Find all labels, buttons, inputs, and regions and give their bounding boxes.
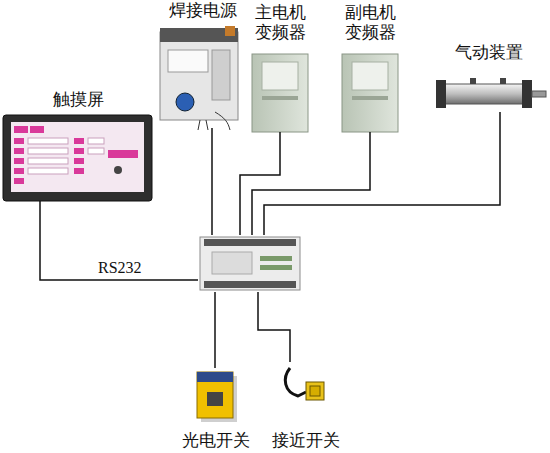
- screen-fields: [28, 138, 104, 174]
- screen-indicator: [114, 166, 122, 174]
- interface-label: RS232: [98, 259, 142, 277]
- signal-wire: [40, 201, 198, 280]
- plc-leds: [260, 256, 292, 261]
- inverter-vent: [352, 96, 388, 100]
- pneumatic-node: 气动装置: [430, 42, 548, 112]
- switch-body: [197, 372, 233, 418]
- node-title: 主电机 变频器: [250, 2, 310, 42]
- screen-frame: [3, 115, 152, 201]
- switch-cable: [285, 368, 306, 396]
- welder-terminal: [225, 26, 235, 36]
- cylinder-rod: [532, 91, 546, 97]
- inverter-body: [252, 54, 308, 132]
- plc-terminals: [204, 281, 296, 288]
- inverter-illustration: [252, 54, 398, 132]
- photo-switch-node: 光电开关: [180, 368, 252, 450]
- cylinder-port: [470, 78, 476, 84]
- cylinder-cap: [436, 80, 446, 108]
- screen-buttons: [14, 126, 138, 184]
- touchscreen-illustration: [3, 115, 152, 201]
- inverter-label: [352, 62, 388, 90]
- switch-window: [207, 392, 223, 406]
- signal-wire: [240, 132, 280, 235]
- touchscreen-node: 触摸屏: [3, 89, 153, 201]
- inverter-label: [262, 62, 298, 90]
- plc-body: [200, 237, 300, 290]
- signal-wire: [214, 292, 216, 368]
- node-title: 触摸屏: [53, 89, 104, 109]
- cylinder-illustration: [436, 78, 546, 108]
- welder-panel: [168, 50, 208, 72]
- welder-node: 焊接电源: [145, 0, 260, 128]
- welder-knob: [176, 93, 194, 111]
- node-title: 副电机 变频器: [340, 2, 400, 42]
- photo-switch-illustration: [197, 372, 237, 422]
- plc-node: [198, 235, 302, 292]
- welder-illustration: [160, 26, 238, 130]
- signal-wire: [211, 128, 213, 235]
- inverter-body: [342, 54, 398, 132]
- switch-face: [310, 386, 320, 396]
- cylinder-barrel: [444, 84, 524, 104]
- node-title: 接近开关: [272, 430, 340, 450]
- switch-lens: [197, 372, 233, 382]
- plc-leds: [260, 265, 292, 270]
- cylinder-cap: [522, 80, 532, 108]
- welder-cables: [198, 112, 230, 130]
- plc-illustration: [200, 237, 300, 290]
- plc-terminals: [204, 239, 296, 246]
- proximity-switch-node: 接近开关: [268, 362, 344, 450]
- signal-wire: [264, 112, 500, 235]
- node-title: 焊接电源: [169, 0, 237, 20]
- proximity-switch-illustration: [285, 368, 324, 400]
- node-title: 光电开关: [182, 430, 250, 450]
- signal-wire: [258, 292, 290, 362]
- node-title: 气动装置: [455, 42, 523, 62]
- inverter-node: 副电机 变频器: [340, 2, 400, 132]
- inverter-vent: [262, 96, 298, 100]
- inverter-node: 主电机 变频器: [250, 2, 310, 132]
- switch-head: [306, 382, 324, 400]
- plc-panel: [212, 252, 252, 274]
- cylinder-port: [500, 78, 506, 84]
- welder-body: [160, 32, 238, 120]
- welder-side: [212, 50, 230, 100]
- screen-display: [11, 122, 144, 192]
- signal-wire: [252, 132, 370, 235]
